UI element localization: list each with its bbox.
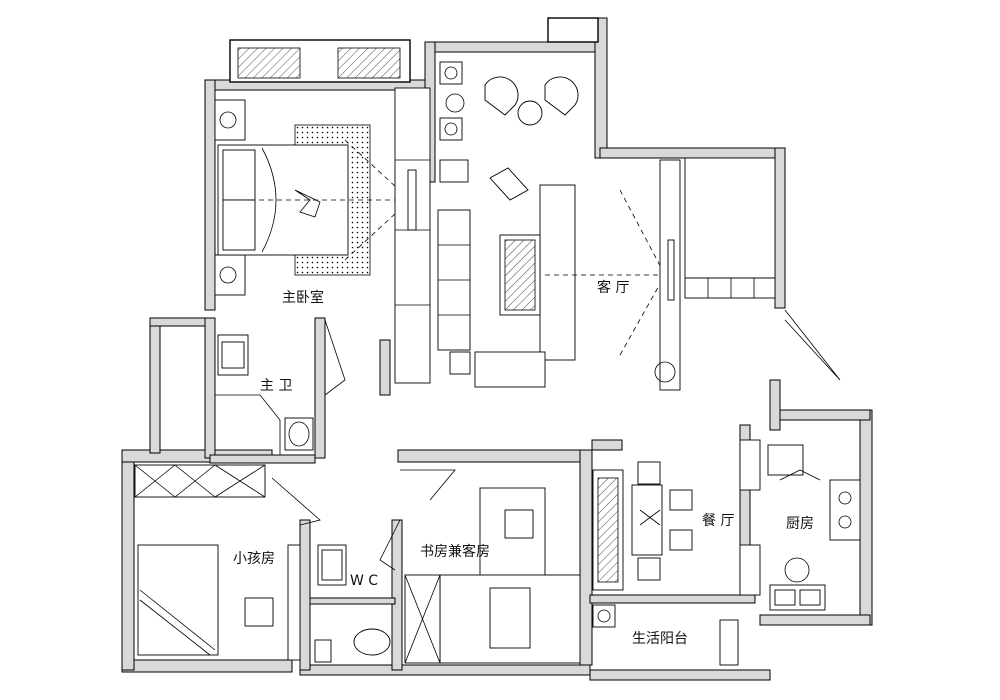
child-room: 小孩房	[134, 464, 321, 661]
label-study-guest: 书房兼客房	[420, 543, 490, 560]
label-living-room: 客 厅	[597, 279, 629, 296]
exterior-walls	[121, 17, 873, 681]
study-guest-room: 书房兼客房	[400, 469, 581, 664]
label-dining: 餐 厅	[702, 513, 734, 529]
label-kitchen: 厨房	[786, 516, 814, 532]
living-room: 客 厅	[437, 61, 841, 391]
label-master-bedroom: 主卧室	[282, 289, 324, 306]
utility-balcony: 生活阳台	[592, 604, 739, 666]
label-child-room: 小孩房	[233, 551, 275, 567]
label-wc: W C	[350, 573, 378, 589]
interior-walls	[209, 41, 756, 671]
master-bedroom: 主卧室	[214, 87, 431, 384]
label-master-bath: 主 卫	[260, 378, 292, 394]
master-bath: 主 卫	[215, 319, 346, 455]
dining-room: 餐 厅	[592, 461, 734, 591]
kitchen: 厨房	[739, 439, 861, 611]
wc: W C	[314, 519, 401, 663]
label-utility-balcony: 生活阳台	[632, 631, 688, 647]
